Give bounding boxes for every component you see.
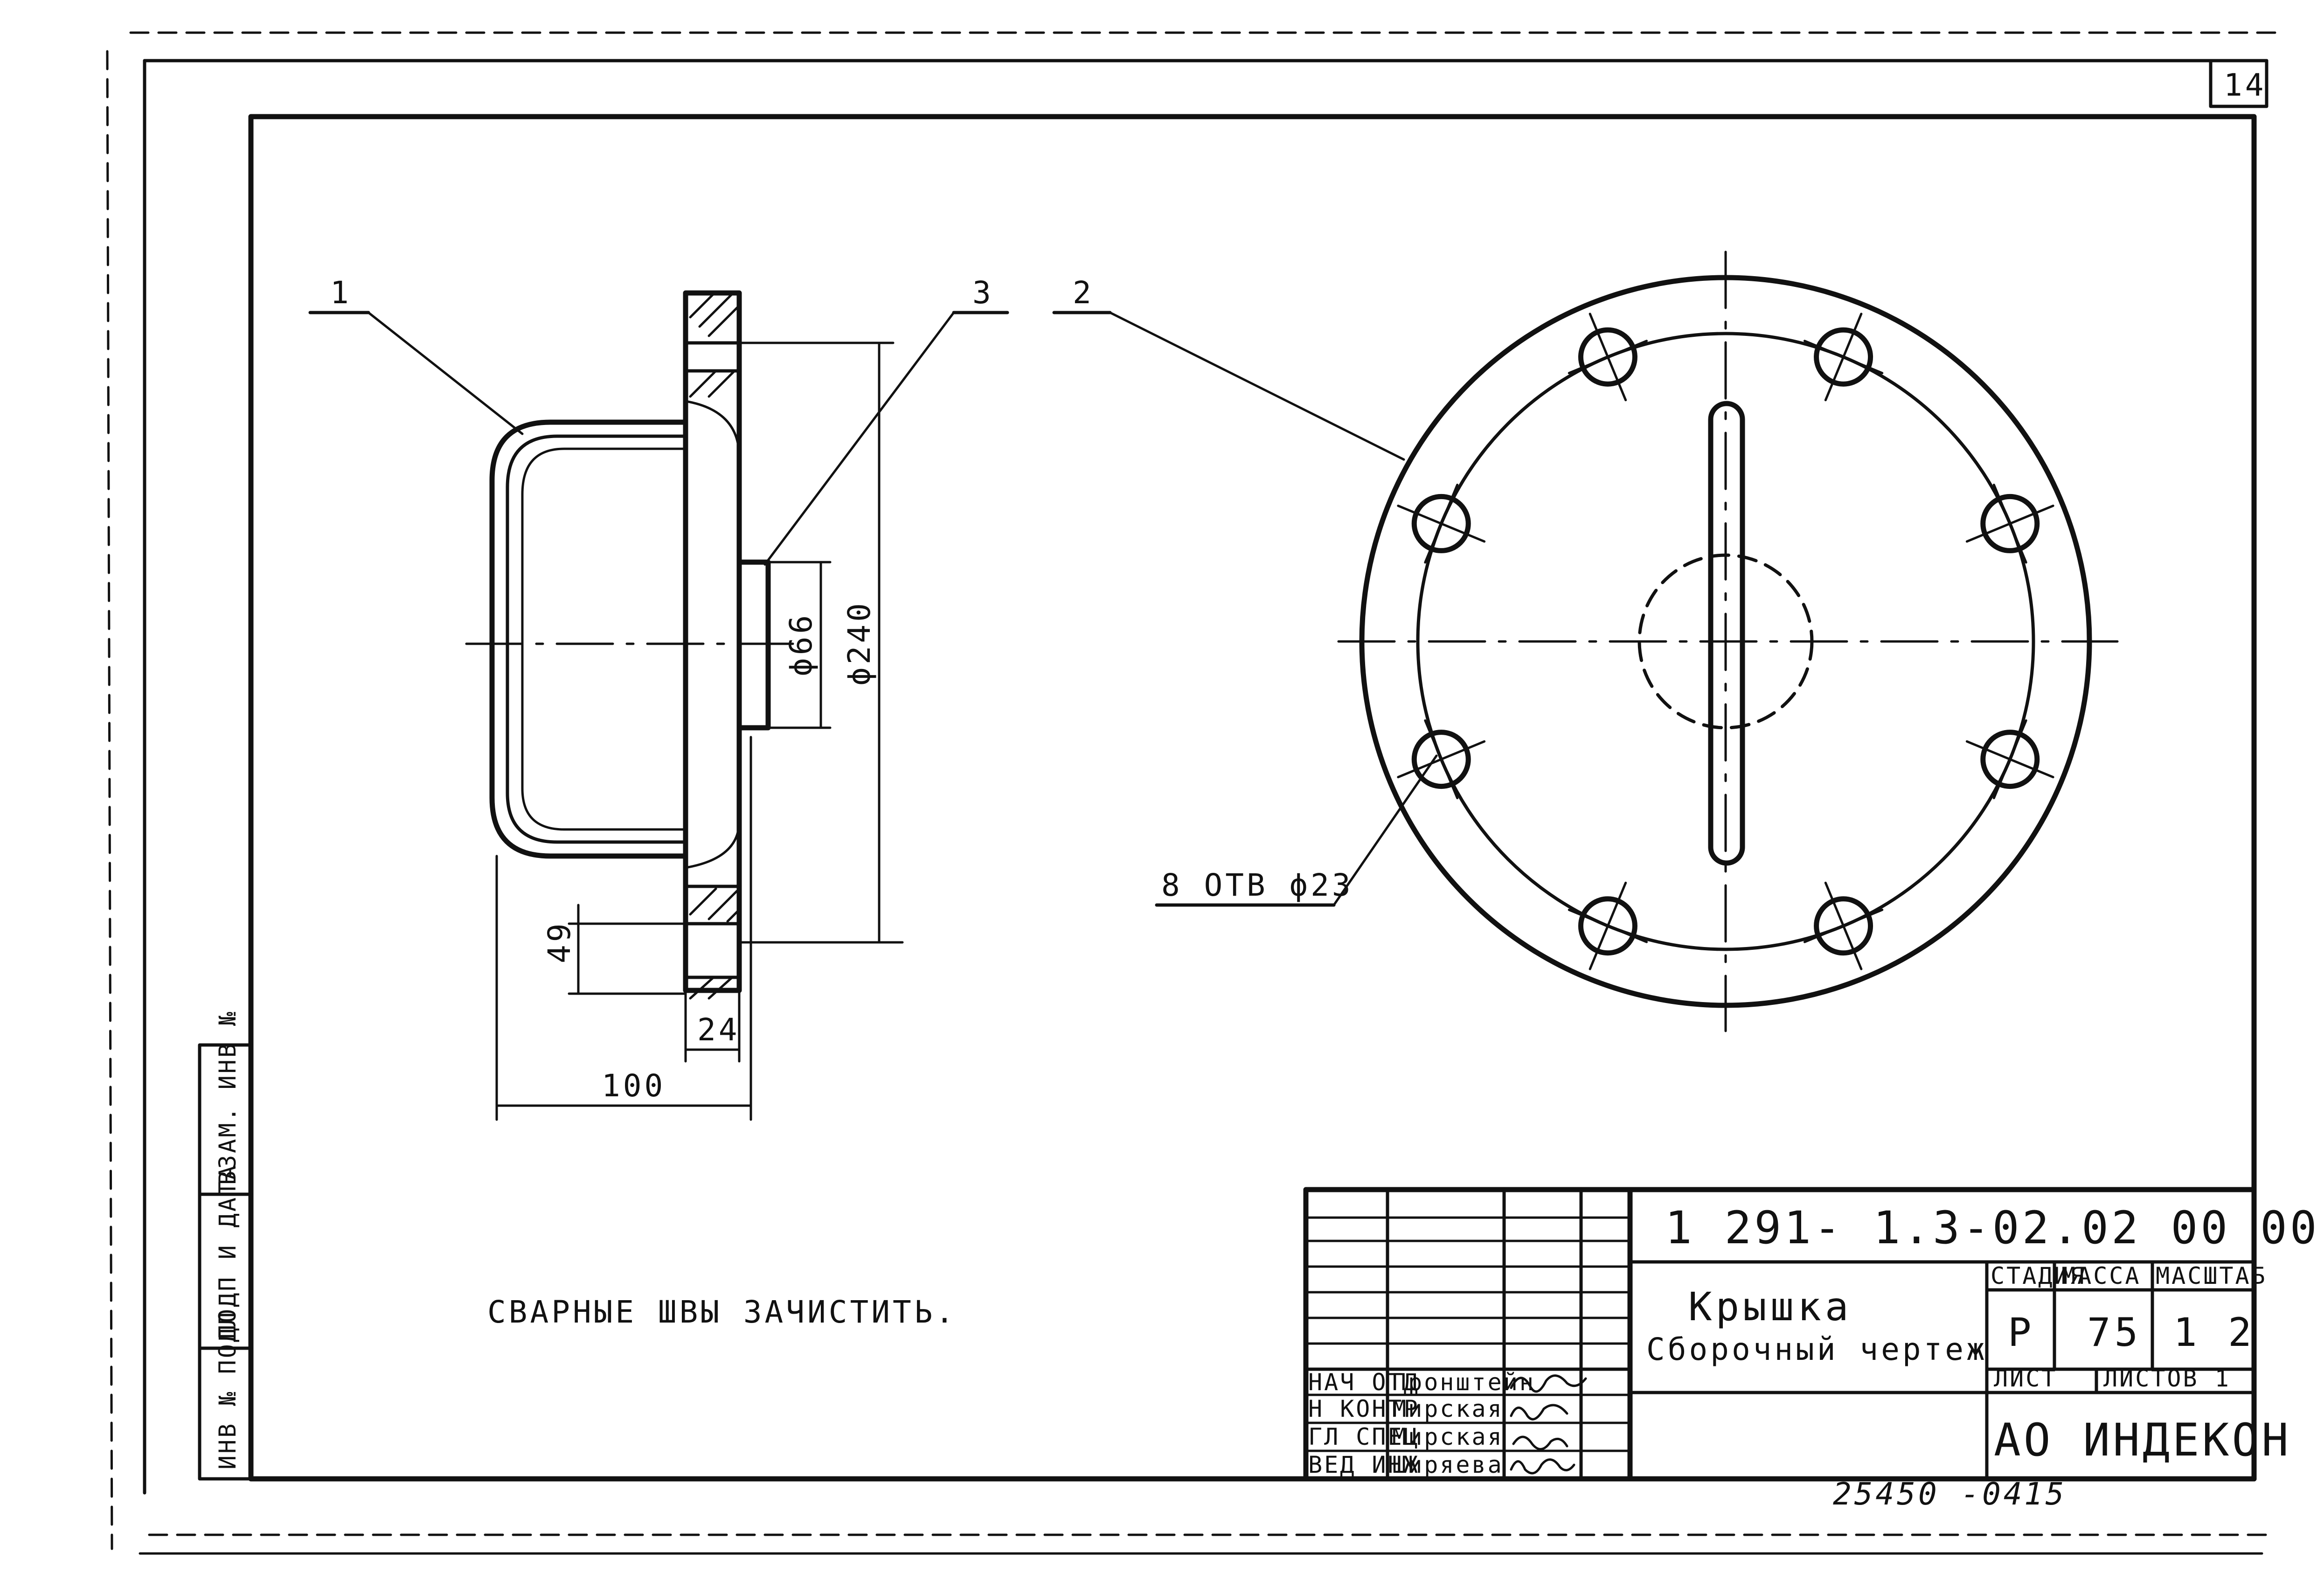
handle-inner	[506, 434, 687, 844]
header-mass: МАССА	[2061, 1262, 2141, 1289]
callout-1: 1	[308, 275, 524, 435]
sheets-label: ЛИСТОВ 1	[2103, 1365, 2231, 1392]
role-3: ГЛ СПЕЦ	[1308, 1423, 1420, 1450]
bolt-holes	[1397, 313, 2054, 970]
value-stage: Р	[2008, 1309, 2035, 1355]
handle-slot	[1708, 401, 1745, 866]
bolt-hole	[1803, 881, 1884, 970]
holes-note-label: 8 ОТВ ϕ23	[1161, 867, 1353, 903]
bolt-circle	[1416, 332, 2035, 951]
part-name: Крышка	[1688, 1284, 1852, 1330]
side-stamp-replace: ВЗАМ. ИНВ №	[214, 1010, 241, 1185]
value-mass: 75	[2087, 1309, 2142, 1355]
signatures	[1510, 1374, 1587, 1475]
flange-hatch	[689, 293, 741, 1000]
title-block: 1 291- 1.3-02.02 00 00 СБ Крышка Сборочн…	[1303, 1187, 2324, 1482]
welding-note: СВАРНЫЕ ШВЫ ЗАЧИСТИТЬ.	[487, 1294, 957, 1330]
bolt-hole	[1397, 719, 1486, 800]
bolt-hole	[1568, 313, 1648, 402]
handle	[489, 419, 688, 859]
bolt-hole	[1568, 881, 1648, 970]
footer-number: 25450 -04	[1833, 1476, 2025, 1512]
callout-3-label: 3	[972, 275, 994, 311]
dim-100-label: 100	[602, 1068, 666, 1104]
role-1: НАЧ ОТД	[1308, 1369, 1420, 1396]
front-view: 2 8 ОТВ ϕ23	[1052, 251, 2119, 1032]
role-3-name: Мирская	[1392, 1423, 1504, 1450]
sheet-number-box: 14	[2209, 59, 2269, 108]
bolt-hole	[1965, 719, 2054, 800]
side-stamp-sign: ПОДП И ДАТА	[214, 1164, 241, 1339]
role-4: ВЕД ИНЖ	[1308, 1451, 1420, 1478]
organization: АО ИНДЕКОН	[1994, 1414, 2291, 1466]
role-2-name: Мирская	[1392, 1395, 1504, 1422]
sheet-number: 14	[2224, 67, 2266, 103]
role-4-name: Ширяева	[1392, 1451, 1504, 1478]
callout-3: 3	[763, 275, 1009, 566]
footer-page: 15	[2024, 1476, 2067, 1512]
header-scale: МАСШТАБ	[2156, 1262, 2267, 1289]
sheet-border	[106, 31, 2287, 1555]
dim-24-label: 24	[697, 1012, 740, 1048]
value-scale: 1 2	[2173, 1309, 2255, 1355]
role-2: Н КОНТР	[1308, 1395, 1420, 1422]
side-view: 1 3 ϕ66 ϕ240 49	[308, 275, 1009, 1121]
dim-d66-label: ϕ66	[783, 613, 819, 676]
dim-49-label: 49	[541, 921, 577, 963]
bolt-hole	[1803, 313, 1884, 402]
callout-1-label: 1	[330, 275, 352, 311]
dim-49: 49	[541, 904, 687, 995]
bolt-hole	[1965, 483, 2054, 564]
dim-d240-label: ϕ240	[841, 600, 877, 686]
drawing-code: 1 291- 1.3-02.02 00 00 СБ	[1665, 1202, 2324, 1254]
dim-24: 24	[684, 989, 741, 1063]
callout-2: 2	[1052, 275, 1405, 461]
doc-type: Сборочный чертеж	[1646, 1331, 1988, 1367]
side-stamp-inv: ИНВ № ПОДЛ	[214, 1310, 241, 1470]
dim-d240: ϕ240	[738, 341, 904, 944]
callout-2-label: 2	[1073, 275, 1094, 311]
bolt-hole	[1397, 483, 1486, 564]
role-1-name: Пронштейн	[1392, 1369, 1535, 1396]
flange	[683, 290, 742, 1000]
sheet-label: ЛИСТ	[1994, 1365, 2057, 1392]
header-stage: СТАДИЯ	[1991, 1262, 2086, 1289]
dim-100: 100	[495, 736, 752, 1121]
side-stamp: ИНВ № ПОДЛ ПОДП И ДАТА ВЗАМ. ИНВ №	[198, 1010, 253, 1481]
holes-note: 8 ОТВ ϕ23	[1155, 754, 1438, 907]
drawing-frame	[248, 114, 2257, 1482]
dim-d66: ϕ66	[767, 561, 832, 729]
